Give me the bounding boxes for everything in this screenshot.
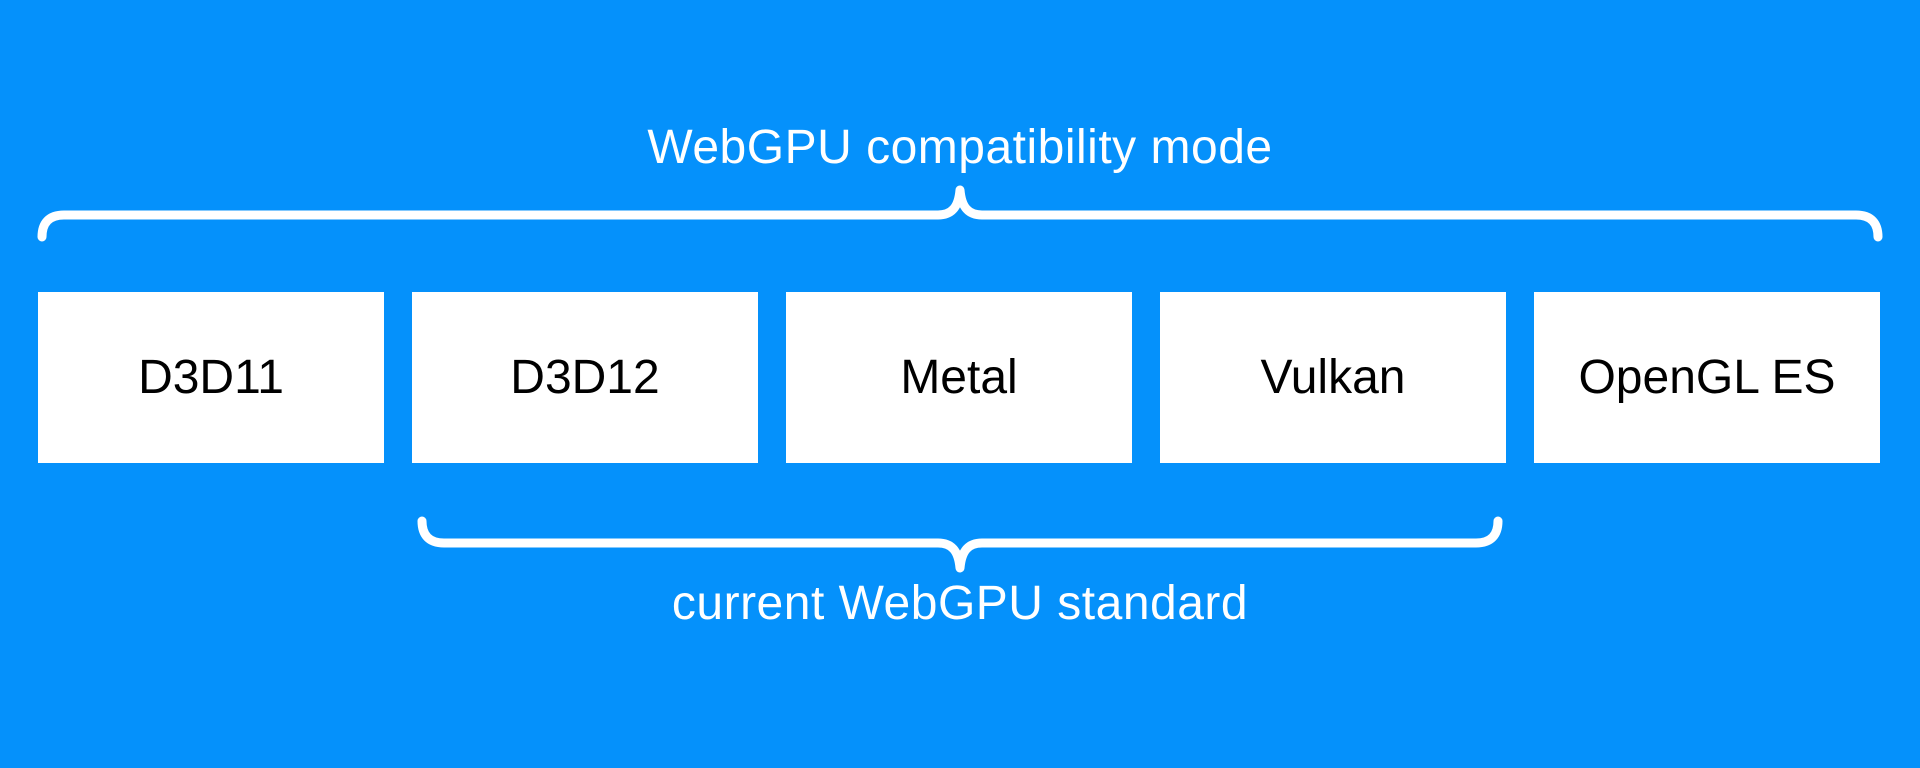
top-brace-icon <box>37 185 1883 242</box>
compatibility-mode-label: WebGPU compatibility mode <box>647 121 1273 174</box>
api-box-label: D3D11 <box>138 351 284 404</box>
api-box-vulkan: Vulkan <box>1160 292 1506 463</box>
api-box-label: D3D12 <box>510 351 660 404</box>
api-box-d3d11: D3D11 <box>38 292 384 463</box>
api-box-metal: Metal <box>786 292 1132 463</box>
api-box-opengl-es: OpenGL ES <box>1534 292 1880 463</box>
api-box-label: Metal <box>900 351 1018 404</box>
api-box-label: Vulkan <box>1260 351 1406 404</box>
bottom-brace-icon <box>417 516 1503 573</box>
api-boxes-row: D3D11 D3D12 Metal Vulkan OpenGL ES <box>38 292 1880 463</box>
api-box-label: OpenGL ES <box>1578 351 1836 404</box>
current-standard-label: current WebGPU standard <box>671 577 1249 630</box>
api-box-d3d12: D3D12 <box>412 292 758 463</box>
